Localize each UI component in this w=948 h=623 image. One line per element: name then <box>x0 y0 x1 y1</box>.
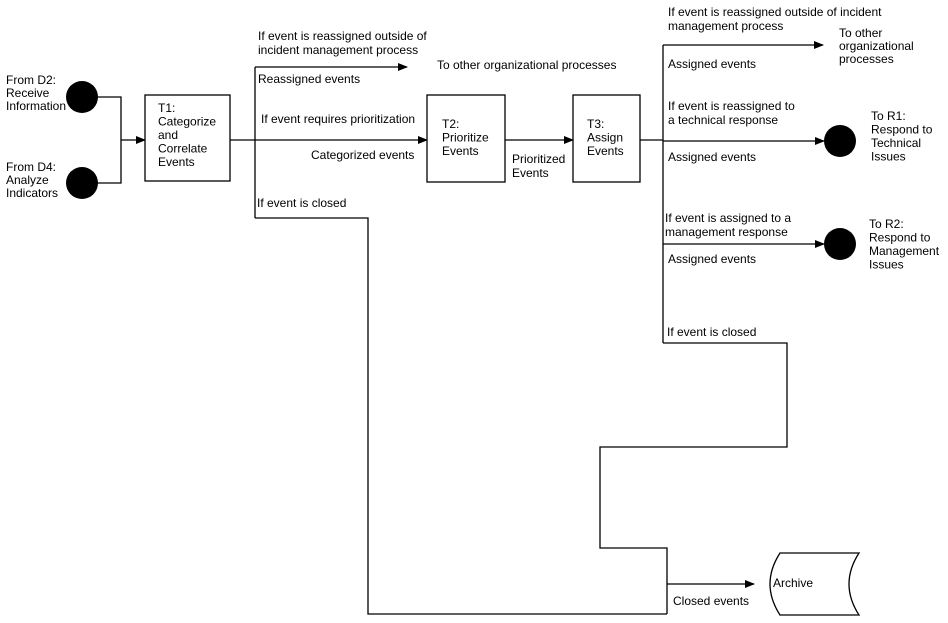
label-line: incident management process <box>258 43 418 57</box>
label-line: management process <box>668 19 783 33</box>
t1-reassigned-target: To other organizational processes <box>437 58 616 72</box>
t1-prioritization-condition: If event requires prioritization <box>261 112 415 126</box>
t3-management-label: Assigned events <box>668 252 756 266</box>
label-line: T3: <box>587 117 604 131</box>
label-line: Prioritize <box>442 131 489 145</box>
label-line: Receive <box>6 86 50 100</box>
label-line: and <box>158 128 178 142</box>
label-line: Correlate <box>158 142 208 156</box>
label-line: Events <box>442 144 479 158</box>
label-line: Assign <box>587 131 623 145</box>
label-line: a technical response <box>668 113 778 127</box>
label-line: Information <box>6 99 66 113</box>
label-line: T1: <box>158 101 175 115</box>
t3-closed-condition: If event is closed <box>667 325 756 339</box>
t1-box <box>144 94 231 182</box>
label-line: From D4: <box>6 160 56 174</box>
label-line: T2: <box>442 117 459 131</box>
label-line: Respond to <box>869 231 931 245</box>
label-line: Events <box>158 155 195 169</box>
archive-label: Archive <box>773 576 813 590</box>
t3-closed-path <box>599 342 788 584</box>
label-line: Events <box>587 144 624 158</box>
r2-terminal <box>824 228 856 260</box>
label-line: Events <box>512 166 549 180</box>
t3-technical-label: Assigned events <box>668 150 756 164</box>
t1-closed-path <box>255 217 667 615</box>
t2-box <box>426 94 506 183</box>
label-line: Indicators <box>6 186 58 200</box>
label-line: processes <box>839 52 894 66</box>
t3-outside-label: Assigned events <box>668 57 756 71</box>
label-line: Categorize <box>158 115 216 129</box>
label-line: To R2: <box>869 217 904 231</box>
t3-box <box>572 94 641 183</box>
archive-store <box>769 552 861 616</box>
label-line: If event is assigned to a <box>665 211 791 225</box>
label-line: management response <box>665 225 788 239</box>
label-line: Analyze <box>6 173 49 187</box>
label-line: Prioritized <box>512 152 565 166</box>
label-line: Technical <box>871 136 921 150</box>
t3-outside-condition: If event is reassigned outside of incide… <box>668 5 882 33</box>
label-line: Issues <box>869 258 904 272</box>
label-line: From D2: <box>6 73 56 87</box>
label-line: To other <box>839 26 882 40</box>
label-line: To R1: <box>871 109 906 123</box>
label-line: Management <box>869 244 940 258</box>
t1-categorized-label: Categorized events <box>311 148 414 162</box>
label-line: If event is reassigned outside of <box>258 29 427 43</box>
label-line: Respond to <box>871 123 933 137</box>
t1-closed-condition: If event is closed <box>257 196 346 210</box>
label-line: Issues <box>871 150 906 164</box>
t1-reassigned-label: Reassigned events <box>258 72 360 86</box>
r1-terminal <box>824 125 856 157</box>
label-line: organizational <box>839 39 914 53</box>
label-line: If event is reassigned to <box>668 99 795 113</box>
label-line: If event is reassigned outside of incide… <box>668 5 882 19</box>
archive-input-label: Closed events <box>673 594 749 608</box>
